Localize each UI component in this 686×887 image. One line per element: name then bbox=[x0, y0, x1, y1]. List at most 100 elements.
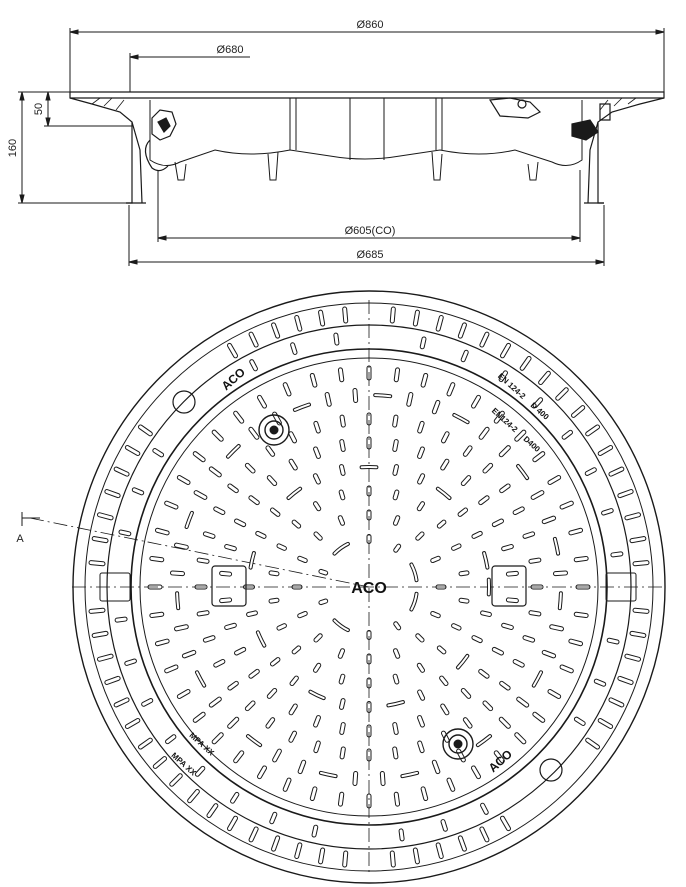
plan-view bbox=[21, 290, 666, 884]
cover-slot bbox=[392, 439, 399, 452]
cover-slot bbox=[257, 765, 267, 780]
frame-slot bbox=[88, 560, 106, 567]
cover-slot bbox=[514, 732, 527, 745]
frame-slot bbox=[230, 791, 240, 804]
cover-arc-slot bbox=[319, 771, 337, 778]
frame-slot bbox=[624, 653, 641, 662]
frame-hole-top-left bbox=[172, 390, 196, 414]
cover-arc-slot bbox=[453, 414, 469, 424]
cover-slot bbox=[440, 703, 450, 716]
cover-arc-slot bbox=[374, 394, 392, 398]
cover-slot bbox=[456, 748, 466, 763]
brand-logo-centre: ACO bbox=[351, 580, 387, 597]
cover-arc-slot bbox=[227, 445, 240, 458]
cover-arc-slot bbox=[532, 671, 542, 687]
cover-slot bbox=[233, 410, 245, 424]
cover-slot bbox=[498, 445, 511, 458]
cover-slot bbox=[288, 458, 298, 471]
cover-slot bbox=[288, 431, 298, 444]
frame-slot bbox=[294, 315, 303, 332]
cover-slot bbox=[392, 489, 400, 501]
cover-slot bbox=[446, 777, 456, 792]
cover-slot bbox=[366, 365, 372, 381]
frame-slot bbox=[457, 835, 467, 852]
cover-slot bbox=[269, 507, 281, 517]
frame-slot bbox=[91, 536, 109, 544]
cover-slot bbox=[288, 730, 298, 743]
batch-code-1: MPA XX bbox=[188, 731, 217, 758]
frame-slot bbox=[137, 424, 153, 437]
locking-detail-right bbox=[488, 97, 611, 141]
frame-slot bbox=[532, 397, 544, 409]
frame-slot bbox=[617, 489, 634, 499]
cover-slot bbox=[417, 689, 426, 701]
cover-slot bbox=[417, 446, 425, 459]
frame-slot bbox=[152, 756, 167, 769]
cover-slot bbox=[440, 458, 450, 471]
dimension-frame-diameter bbox=[128, 205, 605, 266]
frame-slot bbox=[333, 332, 340, 346]
cover-slot bbox=[257, 394, 267, 409]
cover-slot bbox=[147, 584, 163, 590]
cover-slot bbox=[493, 410, 505, 424]
label-overall-height: 160 bbox=[7, 139, 19, 157]
cover-slot bbox=[313, 446, 321, 459]
cover-slot bbox=[164, 500, 179, 510]
cover-slot bbox=[392, 722, 399, 735]
frame-slot bbox=[318, 847, 326, 865]
cover-slot bbox=[211, 732, 224, 745]
frame-slot bbox=[290, 342, 298, 355]
frame-slot bbox=[169, 773, 183, 787]
cover-arc-slot bbox=[293, 403, 310, 411]
cover-slot bbox=[265, 717, 276, 729]
cover-slot bbox=[480, 610, 492, 617]
cover-slot bbox=[392, 648, 401, 659]
cover-slot bbox=[268, 570, 280, 577]
frame-slot bbox=[538, 370, 551, 385]
cover-slot bbox=[439, 675, 449, 687]
cover-slot bbox=[440, 431, 450, 444]
cover-slot bbox=[482, 462, 494, 474]
cover-slot bbox=[219, 570, 233, 577]
frame-slot bbox=[114, 616, 128, 623]
cover-slot bbox=[366, 630, 372, 640]
cover-slot bbox=[471, 394, 481, 409]
cover-slot bbox=[416, 662, 426, 673]
frame-slot bbox=[389, 306, 396, 324]
cover-arc-slot bbox=[410, 592, 418, 611]
frame-slot bbox=[617, 675, 634, 685]
cover-arc-slot bbox=[333, 619, 349, 632]
cover-slot bbox=[431, 399, 441, 415]
frame-slot bbox=[498, 370, 508, 383]
frame-slot bbox=[412, 309, 420, 327]
cover-slot bbox=[559, 500, 574, 510]
frame-slot bbox=[601, 508, 614, 516]
section-view bbox=[18, 28, 665, 266]
frame-slot bbox=[412, 847, 420, 865]
cover-slot bbox=[208, 466, 222, 478]
cover-slot bbox=[339, 464, 346, 476]
cover-slot bbox=[516, 696, 530, 708]
cover-slot bbox=[176, 689, 191, 699]
cover-slot bbox=[514, 429, 527, 442]
frame-slot bbox=[342, 850, 349, 868]
cover-slot bbox=[318, 598, 329, 606]
frame-slot bbox=[294, 842, 303, 859]
cover-slot bbox=[196, 610, 210, 617]
cover-slot bbox=[491, 646, 504, 656]
frame-slot bbox=[389, 850, 396, 868]
cover-slot bbox=[392, 673, 400, 685]
cover-slot bbox=[522, 531, 536, 539]
cover-arc-slot bbox=[457, 654, 469, 669]
cover-slot bbox=[248, 668, 260, 679]
section-label-a: A bbox=[16, 533, 24, 545]
cover-slot-pattern bbox=[147, 365, 591, 809]
cover-slot bbox=[366, 412, 372, 426]
cover-slot bbox=[272, 411, 282, 426]
cover-slot bbox=[202, 531, 216, 539]
cover-slot bbox=[568, 638, 584, 647]
dimension-overall-diameter bbox=[69, 28, 665, 92]
cover-slot bbox=[291, 519, 302, 529]
cover-slot bbox=[393, 543, 402, 553]
cover-slot bbox=[549, 624, 564, 632]
